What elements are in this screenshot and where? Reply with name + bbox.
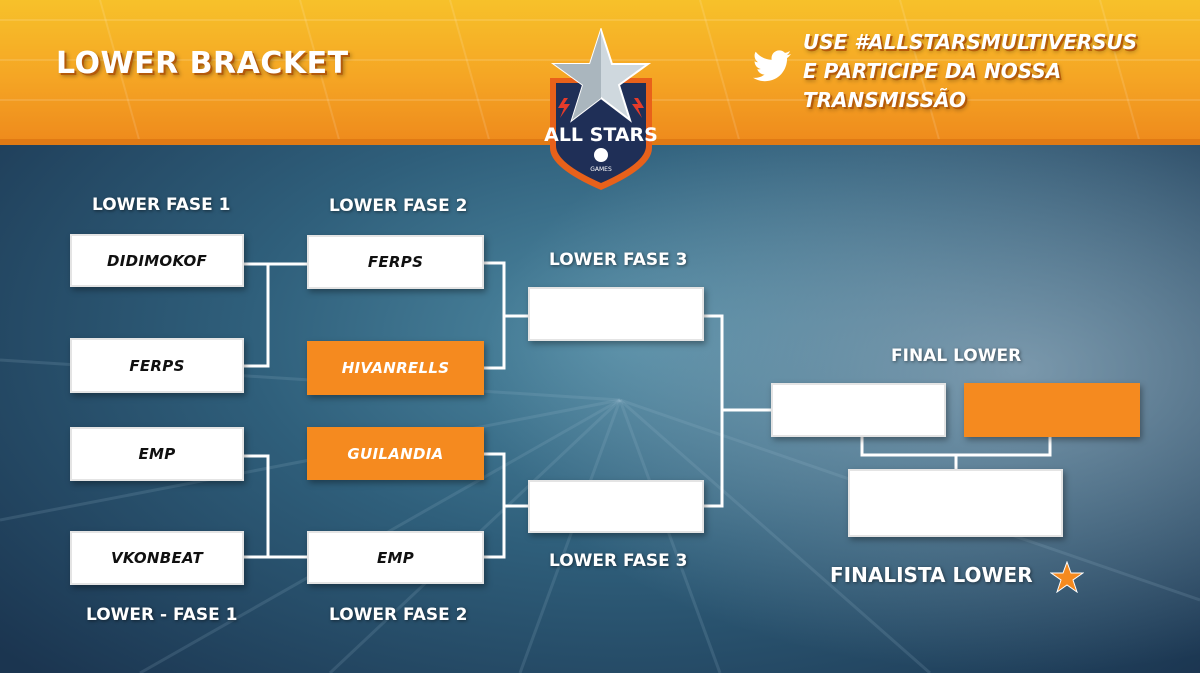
label-lower-fase2-top: LOWER FASE 2 <box>329 196 468 216</box>
match-slot-fase2-3[interactable]: GUILANDIA <box>307 427 484 480</box>
label-final-lower: FINAL LOWER <box>891 346 1022 366</box>
logo-subtext: GAMES <box>590 166 612 173</box>
label-lower-fase3-bottom: LOWER FASE 3 <box>549 551 688 571</box>
player-name: EMP <box>376 548 415 567</box>
match-slot-final-2[interactable] <box>964 383 1140 437</box>
match-slot-fase1-1[interactable]: DIDIMOKOF <box>70 234 244 287</box>
match-slot-final-1[interactable] <box>771 383 946 437</box>
player-name: FERPS <box>367 253 424 271</box>
page-title: LOWER BRACKET <box>56 46 349 81</box>
label-lower-fase2-bottom: LOWER FASE 2 <box>329 605 468 625</box>
match-slot-fase2-1[interactable]: FERPS <box>307 235 484 289</box>
match-slot-fase1-4[interactable]: VKONBEAT <box>70 531 244 585</box>
player-name: DIDIMOKOF <box>106 251 208 270</box>
match-slot-fase1-3[interactable]: EMP <box>70 427 244 481</box>
all-stars-logo: ALL STARS GAMES <box>544 28 658 190</box>
twitter-bird-icon <box>753 50 791 82</box>
match-slot-fase1-2[interactable]: FERPS <box>70 338 244 393</box>
player-name: GUILANDIA <box>347 444 444 463</box>
logo-text: ALL STARS <box>544 124 658 146</box>
label-lower-fase1-top: LOWER FASE 1 <box>92 195 231 215</box>
star-icon <box>1050 561 1084 593</box>
player-name: HIVANRELLS <box>341 359 450 377</box>
label-lower-fase1-bottom: LOWER - FASE 1 <box>86 605 238 625</box>
match-slot-fase2-4[interactable]: EMP <box>307 531 484 584</box>
finalist-slot[interactable] <box>848 469 1063 537</box>
hashtag-line-2: E PARTICIPE DA NOSSA <box>803 59 1062 83</box>
player-name: VKONBEAT <box>110 549 204 567</box>
hashtag-callout: USE #ALLSTARSMULTIVERSUS E PARTICIPE DA … <box>803 28 1137 115</box>
hashtag-line-3: TRANSMISSÃO <box>803 88 966 112</box>
match-slot-fase3-2[interactable] <box>528 480 704 533</box>
match-slot-fase3-1[interactable] <box>528 287 704 341</box>
finalist-label: FINALISTA LOWER <box>830 563 1033 587</box>
hashtag-line-1: USE #ALLSTARSMULTIVERSUS <box>803 30 1138 54</box>
player-name: FERPS <box>129 356 185 375</box>
label-lower-fase3-top: LOWER FASE 3 <box>549 250 688 270</box>
match-slot-fase2-2[interactable]: HIVANRELLS <box>307 341 484 395</box>
player-name: EMP <box>138 445 176 463</box>
